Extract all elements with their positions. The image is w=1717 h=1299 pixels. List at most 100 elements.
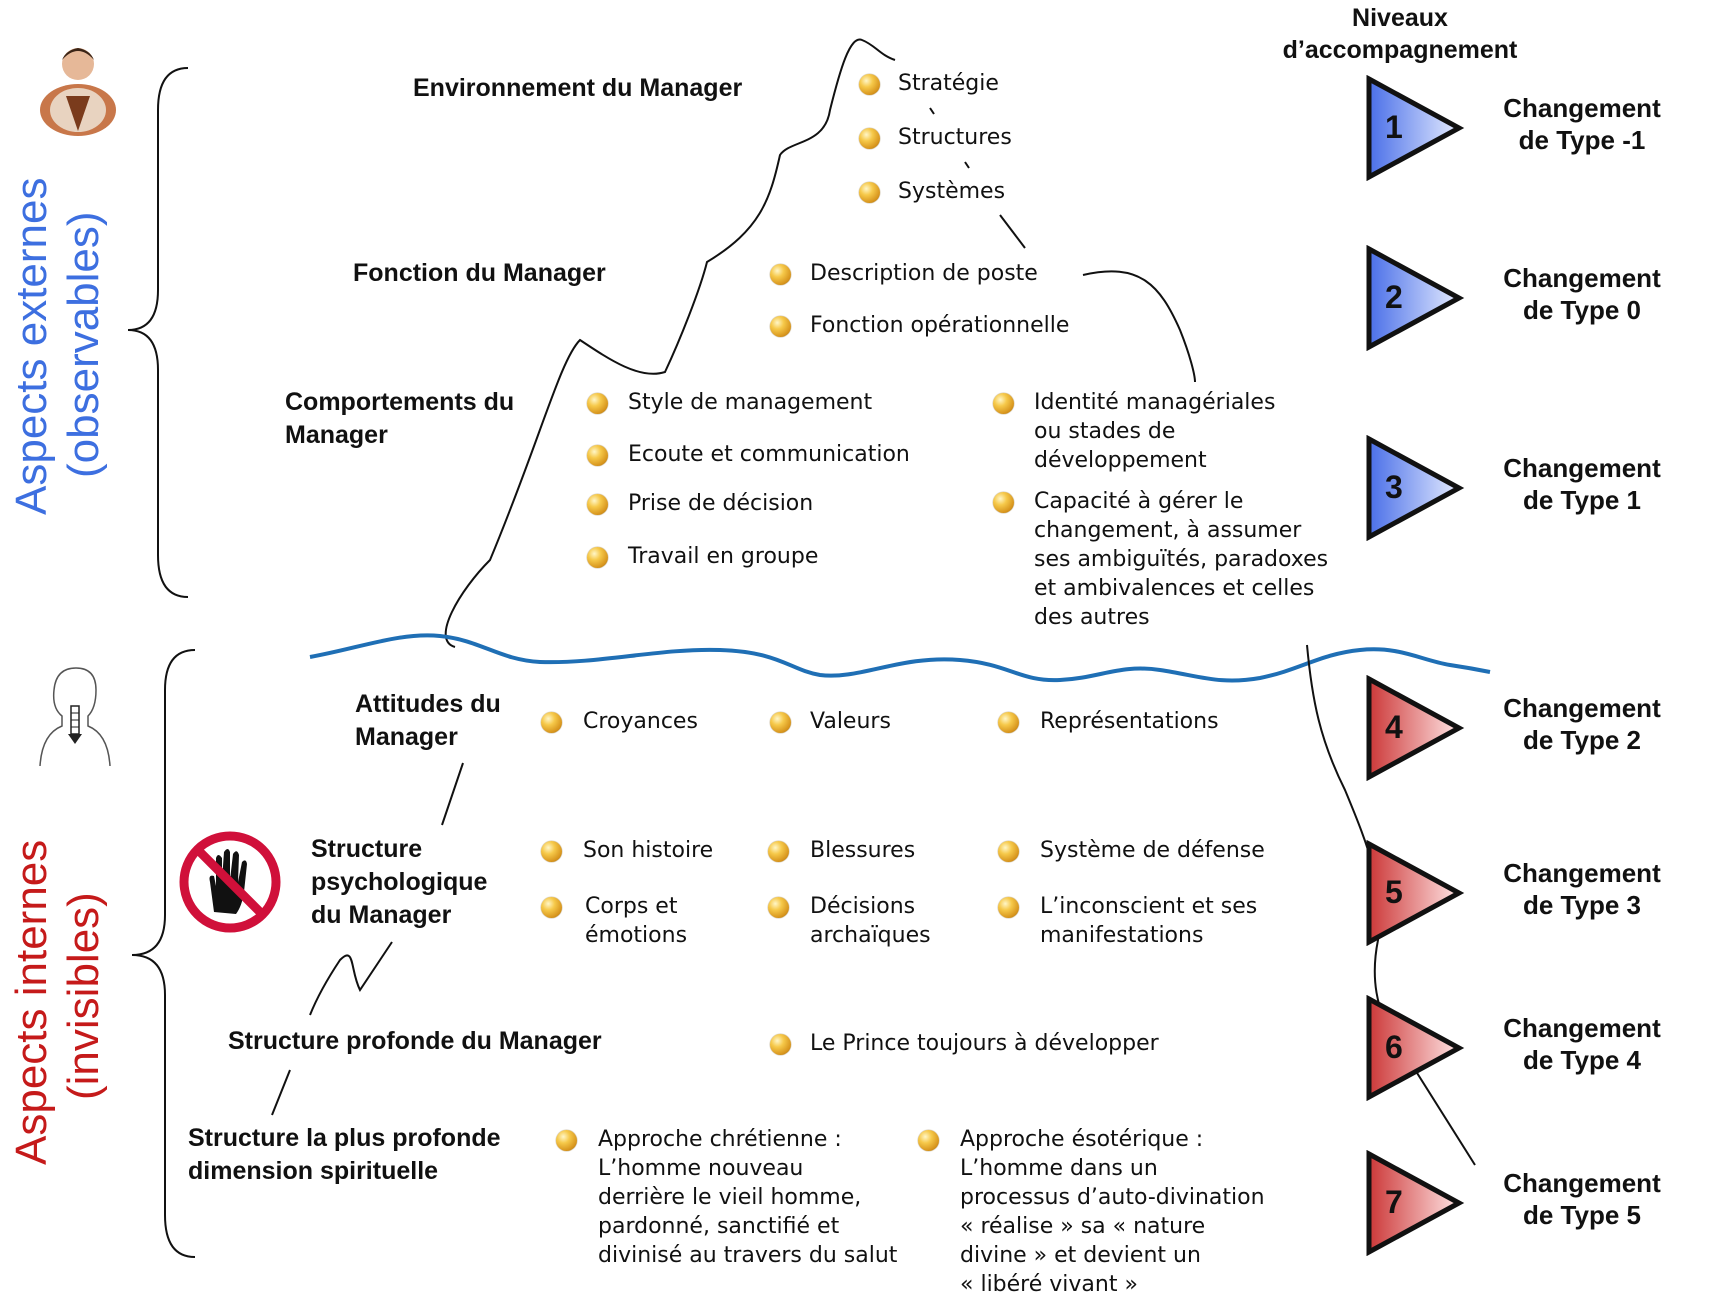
change-triangle-icon [1366,995,1465,1101]
bullet-icon [859,182,880,203]
item-travail-groupe: Travail en groupe [628,544,819,569]
header-line-1: Niveaux [1352,4,1448,32]
item-fonction-operationnelle: Fonction opérationnelle [810,313,1070,338]
change-type-line-2: de Type 0 [1522,295,1641,325]
bullet-icon [768,841,789,862]
bullet-icon [993,492,1014,513]
item-identite: Identité managériales ou stades de dével… [1034,388,1275,475]
bullet-icon [587,547,608,568]
change-type-line-1: Changement [1503,693,1661,723]
external-subtitle: (observables) [59,211,108,478]
external-title: Aspects externes [7,177,56,516]
internal-subtitle: (invisibles) [59,892,108,1100]
item-decisions: Décisions archaïques [810,892,931,950]
label-fonction: Fonction du Manager [353,259,606,287]
bullet-icon [859,128,880,149]
decisions-l1: Décisions [810,894,916,919]
change-type-line-1: Changement [1503,263,1661,293]
change-number: 2 [1385,279,1403,315]
item-systeme-defense: Système de défense [1040,838,1265,863]
capacite-l5: des autres [1034,605,1150,630]
change-type-line-1: Changement [1503,1013,1661,1043]
change-type-line-1: Changement [1503,858,1661,888]
item-blessures: Blessures [810,838,916,863]
bullet-icon [993,393,1014,414]
bullet-icon [541,712,562,733]
label-structure-psy-l1: Structure [311,835,423,863]
bullet-icon [770,1034,791,1055]
bullet-icon [918,1130,939,1151]
change-type-line-1: Changement [1503,453,1661,483]
label-structure-psy-l3: du Manager [311,901,452,929]
item-valeurs: Valeurs [810,709,891,734]
head-silhouette-icon [39,667,111,767]
change-type-line-2: de Type 5 [1522,1200,1641,1230]
item-approche-chretienne: Approche chrétienne : L’homme nouveau de… [598,1125,897,1270]
bullet-icon [998,712,1019,733]
bullet-icon [587,393,608,414]
label-attitudes-l1: Attitudes du [355,690,501,718]
bullet-icon [587,494,608,515]
item-representations: Représentations [1040,709,1219,734]
bullet-icon [556,1130,577,1151]
change-number: 5 [1385,874,1403,910]
change-triangle-icon [1366,840,1465,946]
inconscient-l2: manifestations [1040,923,1204,948]
label-spirituelle-l1: Structure la plus profonde [188,1124,501,1152]
corps-l2: émotions [585,923,688,948]
label-environnement: Environnement du Manager [413,74,743,102]
bullet-icon [998,897,1019,918]
change-number: 7 [1385,1184,1403,1220]
bullet-icon [770,316,791,337]
item-structures: Structures [898,125,1012,150]
change-triangle-icon [1366,75,1465,181]
change-number: 4 [1385,709,1403,745]
bullet-icon [770,264,791,285]
item-prince: Le Prince toujours à développer [810,1031,1159,1056]
esoterique-l6: « libéré vivant » [960,1272,1138,1297]
item-corps: Corps et émotions [585,892,687,950]
change-number: 6 [1385,1029,1403,1065]
stop-hand-icon [179,831,281,933]
change-type-line-2: de Type -1 [1518,125,1646,155]
label-spirituelle: Structure la plus profonde dimension spi… [188,1122,501,1188]
item-histoire: Son histoire [583,838,714,863]
brace-external [127,67,189,598]
label-attitudes: Attitudes du Manager [355,688,501,754]
mountain-outline [444,38,896,648]
bullet-icon [541,841,562,862]
brace-internal [131,649,196,1258]
label-comportements-l2: Manager [285,421,388,449]
decisions-l2: archaïques [810,923,931,948]
esoterique-l5: divine » et devient un [960,1243,1201,1268]
change-type-line-2: de Type 1 [1522,485,1641,515]
header-line-2: d’accompagnement [1282,36,1518,64]
manager-icon [40,48,116,136]
item-approche-esoterique: Approche ésotérique : L’homme dans un pr… [960,1125,1265,1299]
item-capacite: Capacité à gérer le changement, à assume… [1034,487,1328,632]
chretienne-l2: L’homme nouveau [598,1156,804,1181]
esoterique-l3: processus d’auto-divination [960,1185,1265,1210]
bullet-icon [587,445,608,466]
change-type-line-1: Changement [1503,1168,1661,1198]
bullet-icon [859,74,880,95]
bullet-icon [541,897,562,918]
label-structure-psy-l2: psychologique [311,868,488,896]
change-type-line-2: de Type 4 [1522,1045,1641,1075]
label-attitudes-l2: Manager [355,723,458,751]
identite-l2: ou stades de [1034,419,1176,444]
label-structure-psy: Structure psychologique du Manager [311,833,487,932]
identite-l3: développement [1034,448,1207,473]
capacite-l4: et ambivalences et celles [1034,576,1315,601]
identite-l1: Identité managériales [1034,390,1276,415]
change-triangle-icon [1366,245,1465,351]
bullet-icon [768,897,789,918]
capacite-l2: changement, à assumer [1034,518,1302,543]
chretienne-l3: derrière le vieil homme, [598,1185,862,1210]
esoterique-l1: Approche ésotérique : [960,1127,1204,1152]
label-structure-profonde: Structure profonde du Manager [228,1027,602,1055]
